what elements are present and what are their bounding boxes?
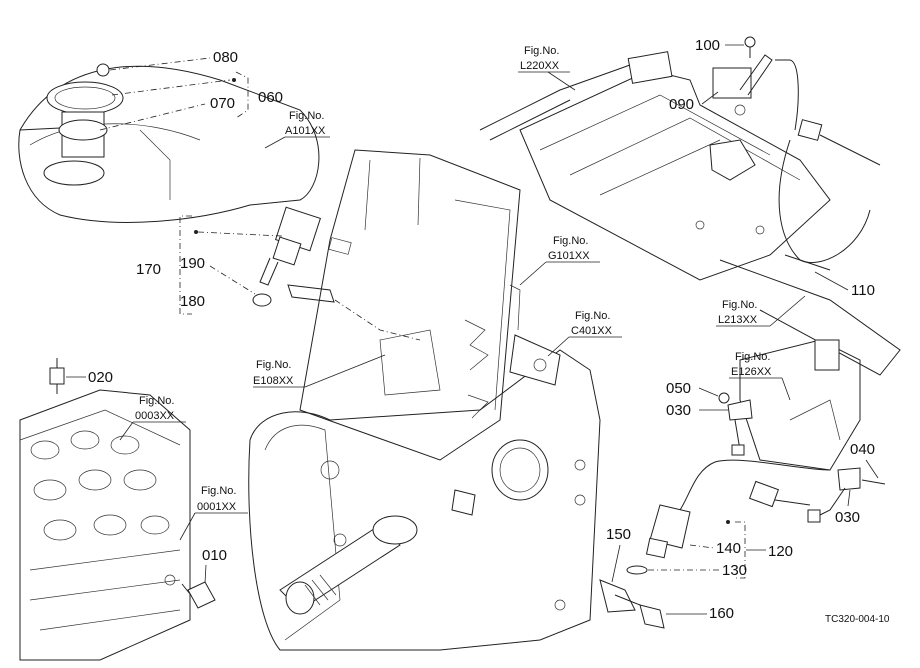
- fuel-sender-assembly: [18, 57, 320, 223]
- part-130-label: 130: [722, 562, 747, 579]
- drawing-code: TC320-004-10: [825, 614, 890, 625]
- figref-e126-code: E126XX: [731, 366, 772, 378]
- figref-g101-label: Fig.No.: [553, 235, 588, 247]
- part-020-label: 020: [88, 369, 113, 386]
- part-090-label: 090: [669, 96, 694, 113]
- figref-l220-code: L220XX: [520, 60, 560, 72]
- part-070-label: 070: [210, 95, 235, 112]
- part-110-label: 110: [851, 282, 875, 299]
- part-060-label: 060: [258, 89, 283, 106]
- part-080-label: 080: [213, 49, 238, 66]
- frame-assembly: [479, 51, 901, 376]
- figref-e126-label: Fig.No.: [735, 351, 770, 363]
- figref-e108-label: Fig.No.: [256, 359, 291, 371]
- part-100-label: 100: [695, 37, 720, 54]
- figref-g101-code: G101XX: [548, 250, 590, 262]
- sensor-020: [49, 358, 65, 394]
- figref-a101-label: Fig.No.: [289, 110, 324, 122]
- part-030b-label: 030: [835, 509, 860, 526]
- bracket-plate: [299, 149, 521, 461]
- switch-170-group: [197, 206, 421, 341]
- figref-0003-label: Fig.No.: [139, 395, 174, 407]
- figref-0001-code: 0001XX: [197, 501, 237, 513]
- figref-a101-code: A101XX: [285, 125, 326, 137]
- figref-l220-label: Fig.No.: [524, 45, 559, 57]
- solenoid-group: [599, 339, 886, 629]
- part-190-label: 190: [180, 255, 205, 272]
- part-040-label: 040: [850, 441, 875, 458]
- figref-c401-code: C401XX: [571, 325, 613, 337]
- engine-housing: [248, 334, 601, 651]
- figref-l213-label: Fig.No.: [722, 299, 757, 311]
- part-160-label: 160: [709, 605, 734, 622]
- part-170-label: 170: [136, 261, 161, 278]
- figref-c401-label: Fig.No.: [575, 310, 610, 322]
- part-010-label: 010: [202, 547, 227, 564]
- part-150-label: 150: [606, 526, 631, 543]
- part-140-label: 140: [716, 540, 741, 557]
- figref-e108-code: E108XX: [253, 375, 294, 387]
- part-180-label: 180: [180, 293, 205, 310]
- part-120-label: 120: [768, 543, 793, 560]
- switch-100-090: [709, 36, 881, 271]
- figref-0003-code: 0003XX: [135, 410, 175, 422]
- figref-l213-code: L213XX: [718, 314, 758, 326]
- part-050-label: 050: [666, 380, 691, 397]
- sensor-010: [164, 574, 216, 609]
- cylinder-head: [19, 389, 191, 661]
- figref-0001-label: Fig.No.: [201, 485, 236, 497]
- part-030a-label: 030: [666, 402, 691, 419]
